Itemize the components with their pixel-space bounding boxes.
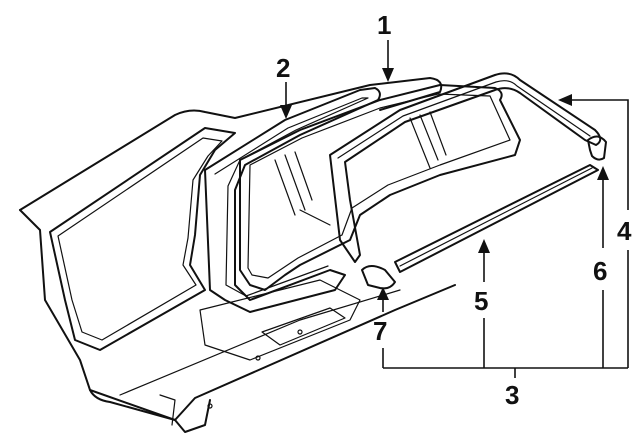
callout-1: 1 (377, 10, 391, 40)
callout-5: 5 (474, 286, 488, 316)
callout-labels: 1 2 3 4 5 6 7 (276, 10, 632, 410)
callout-4: 4 (617, 216, 632, 246)
callout-2: 2 (276, 53, 290, 83)
callout-3: 3 (505, 380, 519, 410)
window-glass (239, 84, 521, 291)
leader-lines (280, 40, 629, 378)
moulding-frame (329, 72, 607, 290)
callout-7: 7 (373, 316, 387, 346)
callout-6: 6 (593, 256, 607, 286)
weatherstrip-frame (204, 87, 381, 313)
rear-body-panel (19, 77, 456, 433)
